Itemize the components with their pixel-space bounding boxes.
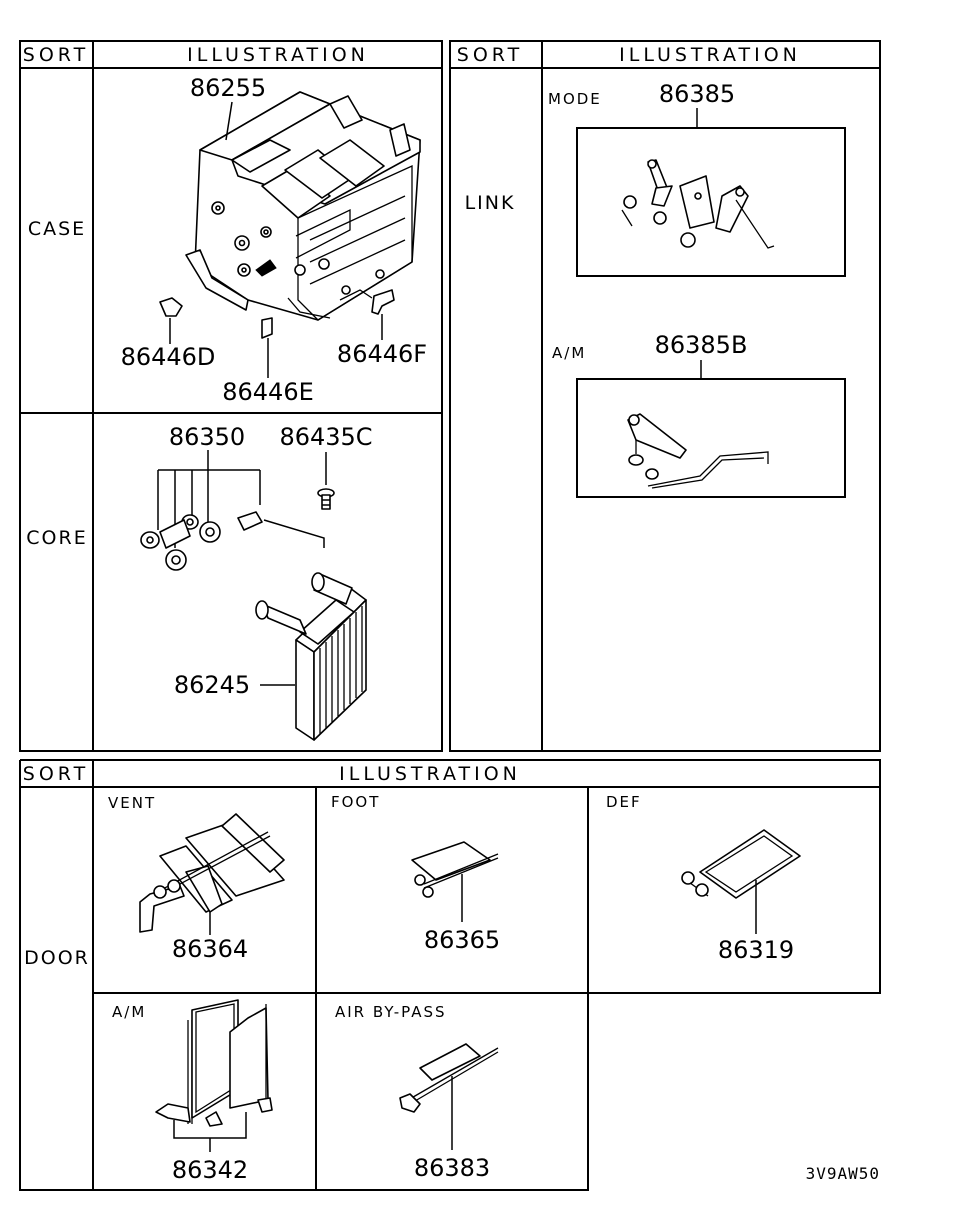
- part-86245: 86245: [174, 671, 250, 699]
- right-sort-header: SORT: [457, 44, 523, 66]
- sort-core: CORE: [26, 527, 87, 549]
- part-86255: 86255: [190, 74, 266, 102]
- sublabel-am-door: A/M: [112, 1003, 146, 1021]
- mode-link-box: [576, 127, 846, 277]
- am-link-box: [576, 378, 846, 498]
- right-illustration-header: ILLUSTRATION: [619, 44, 801, 66]
- left-sort-header: SORT: [23, 44, 89, 66]
- am-door-illustration: [155, 999, 273, 1127]
- heater-case-illustration: [159, 91, 421, 339]
- part-86446e: 86446E: [222, 378, 314, 406]
- part-86435c: 86435C: [279, 423, 372, 451]
- sort-door: DOOR: [24, 947, 90, 969]
- part-86383: 86383: [414, 1154, 490, 1182]
- sublabel-vent: VENT: [108, 794, 156, 812]
- sort-link: LINK: [465, 192, 516, 214]
- sublabel-def: DEF: [606, 793, 642, 811]
- part-86350: 86350: [169, 423, 245, 451]
- case-leaders: [169, 101, 383, 378]
- foot-door-illustration: [411, 841, 499, 898]
- bottom-illustration-header: ILLUSTRATION: [339, 763, 521, 785]
- vent-door-illustration: [139, 813, 285, 933]
- part-86385b: 86385B: [655, 331, 748, 359]
- packing-set-illustration: [140, 450, 263, 571]
- sublabel-foot: FOOT: [331, 793, 380, 811]
- part-86319: 86319: [718, 936, 794, 964]
- part-86342: 86342: [172, 1156, 248, 1184]
- diagram-code: 3V9AW50: [806, 1164, 880, 1183]
- part-86385: 86385: [659, 80, 735, 108]
- am-link-illustration: [627, 413, 769, 489]
- part-86365: 86365: [424, 926, 500, 954]
- part-86446f: 86446F: [337, 340, 427, 368]
- bottom-sort-header: SORT: [23, 763, 89, 785]
- part-86446d: 86446D: [121, 343, 216, 371]
- air-bypass-door-illustration: [399, 1043, 499, 1113]
- sublabel-mode: MODE: [548, 90, 602, 108]
- heater-core-illustration: [255, 572, 367, 741]
- screw-illustration: [263, 452, 335, 548]
- table-grid: [19, 40, 881, 1191]
- sublabel-am-link: A/M: [552, 344, 586, 362]
- left-illustration-header: ILLUSTRATION: [187, 44, 369, 66]
- sublabel-air-bypass: AIR BY-PASS: [335, 1003, 447, 1021]
- sort-case: CASE: [28, 218, 86, 240]
- def-door-illustration: [681, 829, 801, 899]
- mode-link-illustration: [621, 159, 775, 249]
- part-86364: 86364: [172, 935, 248, 963]
